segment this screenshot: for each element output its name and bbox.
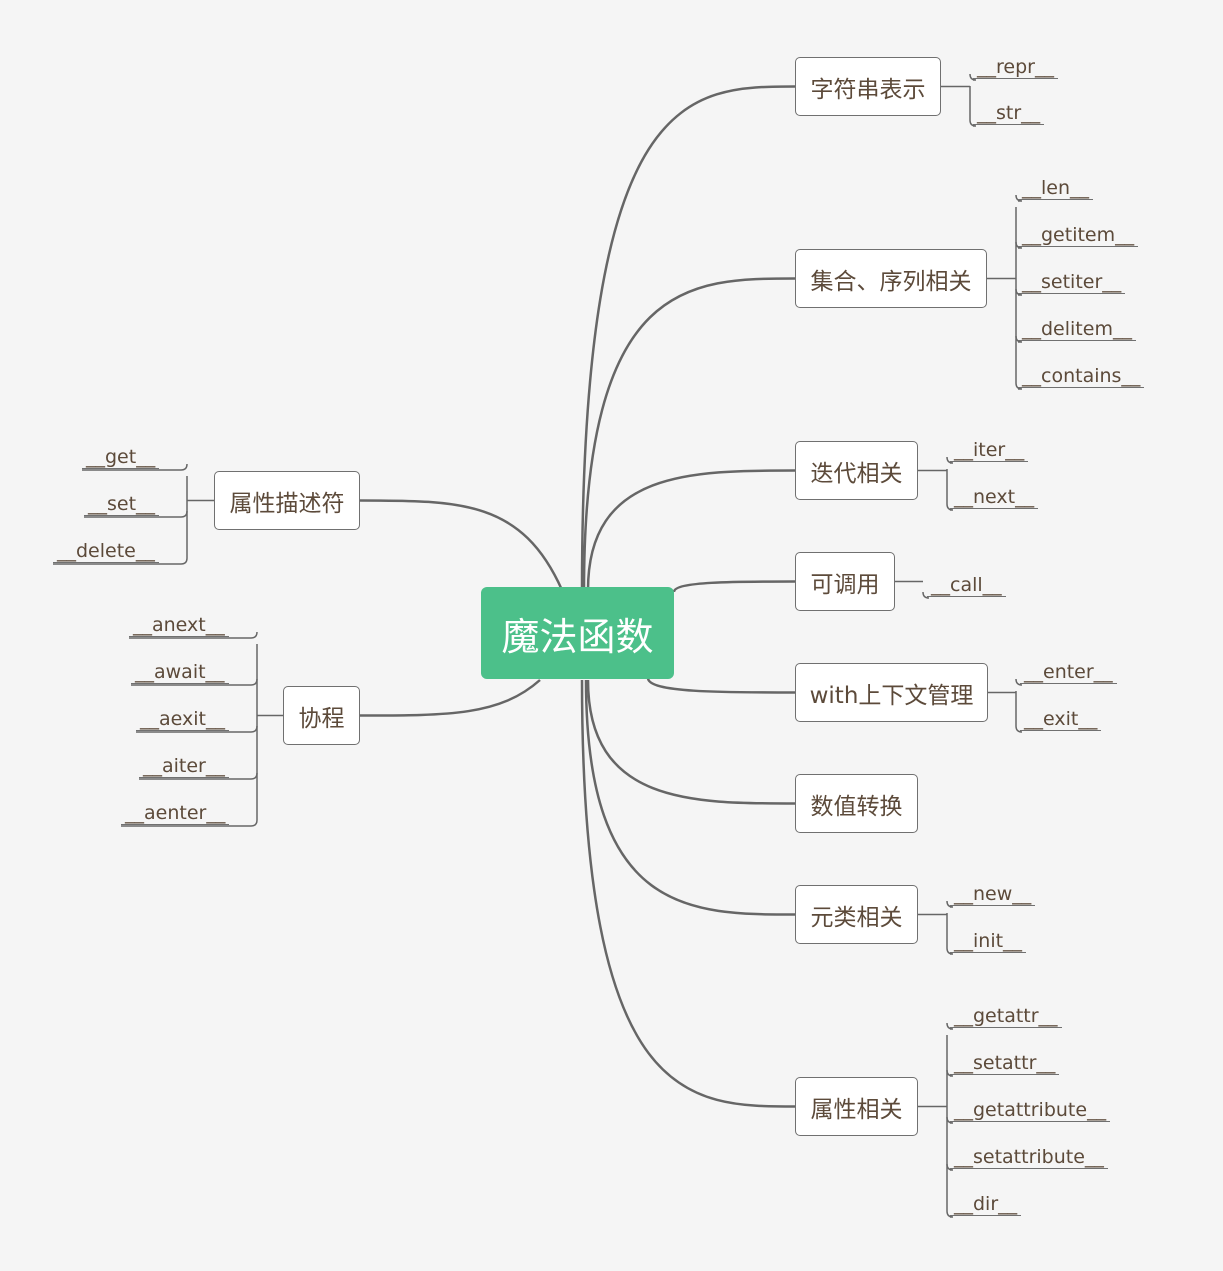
leaf-connector-delitem <box>1015 335 1023 343</box>
topic-1[interactable]: 字符串表示 <box>795 57 941 116</box>
leaf-connector-contains <box>1015 382 1023 390</box>
leaf-setiter[interactable]: __setiter__ <box>1018 271 1126 294</box>
leaf-connector-getitem <box>1015 241 1023 249</box>
leaf-new[interactable]: __new__ <box>950 883 1036 906</box>
topic-7[interactable]: 元类相关 <box>795 885 918 944</box>
leaf-connector-aiter <box>139 772 258 780</box>
leaf-enter[interactable]: __enter__ <box>1020 661 1117 684</box>
leaf-connector-call <box>922 591 930 599</box>
leaf-getattr[interactable]: __getattr__ <box>950 1005 1062 1028</box>
leaf-connector-init <box>946 947 954 955</box>
leaf-get[interactable]: __get__ <box>82 446 160 469</box>
leaf-connector-exit <box>1015 725 1023 733</box>
leaf-connector-delete <box>53 557 188 565</box>
leaf-connector-getattr <box>946 1022 954 1030</box>
leaf-delete[interactable]: __delete__ <box>53 540 159 563</box>
leaf-connector-str <box>969 119 977 127</box>
leaf-connector-setiter <box>1015 288 1023 296</box>
leaf-connector-aenter <box>121 819 258 827</box>
leaf-connector-dir <box>946 1210 954 1218</box>
leaf-connector-await <box>131 678 258 686</box>
topic-left-1[interactable]: 属性描述符 <box>214 471 360 530</box>
branch-curve-3 <box>586 469 796 591</box>
leaf-str[interactable]: __str__ <box>973 102 1045 125</box>
leaf-aexit[interactable]: __aexit__ <box>136 708 229 731</box>
branch-curve-5 <box>646 677 796 694</box>
leaf-connector-getattribute <box>946 1116 954 1124</box>
branch-curve-4 <box>672 580 796 593</box>
leaf-await[interactable]: __await__ <box>131 661 229 684</box>
leaf-aiter[interactable]: __aiter__ <box>139 755 229 778</box>
branch-curve-left-2 <box>359 679 541 717</box>
leaf-connector-setattr <box>946 1069 954 1077</box>
topic-3[interactable]: 迭代相关 <box>795 441 918 500</box>
leaf-connector-iter <box>946 456 954 464</box>
leaf-setattr[interactable]: __setattr__ <box>950 1052 1060 1075</box>
leaf-connector-get <box>82 463 188 471</box>
leaf-connector-enter <box>1015 678 1023 686</box>
leaf-setattribute[interactable]: __setattribute__ <box>950 1146 1108 1169</box>
branch-curve-6 <box>586 679 796 805</box>
topic-5[interactable]: with上下文管理 <box>795 663 988 722</box>
leaf-connector-next <box>946 503 954 511</box>
leaf-connector-new <box>946 900 954 908</box>
leaf-connector-setattribute <box>946 1163 954 1171</box>
branch-curve-left-1 <box>359 499 564 591</box>
topic-8[interactable]: 属性相关 <box>795 1077 918 1136</box>
leaf-anext[interactable]: __anext__ <box>129 614 229 637</box>
branch-curve-2 <box>582 277 796 591</box>
leaf-repr[interactable]: __repr__ <box>973 56 1058 79</box>
leaf-connector-anext <box>129 631 258 639</box>
topic-2[interactable]: 集合、序列相关 <box>795 249 987 308</box>
leaf-getattribute[interactable]: __getattribute__ <box>950 1099 1111 1122</box>
leaf-next[interactable]: __next__ <box>950 486 1039 509</box>
leaf-connector-len <box>1015 194 1023 202</box>
leaf-iter[interactable]: __iter__ <box>950 439 1029 462</box>
leaf-call[interactable]: __call__ <box>927 574 1006 597</box>
topic-6[interactable]: 数值转换 <box>795 774 918 833</box>
topic-left-2[interactable]: 协程 <box>283 686 360 745</box>
leaf-contains[interactable]: __contains__ <box>1018 365 1145 388</box>
leaf-connector-set <box>84 510 188 518</box>
leaf-dir[interactable]: __dir__ <box>950 1193 1022 1216</box>
leaf-init[interactable]: __init__ <box>950 930 1027 953</box>
topic-4[interactable]: 可调用 <box>795 552 895 611</box>
leaf-getitem[interactable]: __getitem__ <box>1018 224 1139 247</box>
leaf-aenter[interactable]: __aenter__ <box>121 802 230 825</box>
branch-curve-7 <box>584 679 796 916</box>
branch-curve-8 <box>580 679 796 1108</box>
root-node[interactable]: 魔法函数 <box>481 587 674 679</box>
leaf-connector-repr <box>969 73 977 81</box>
leaf-exit[interactable]: __exit__ <box>1020 708 1102 731</box>
leaf-set[interactable]: __set__ <box>84 493 160 516</box>
branch-curve-1 <box>580 85 796 591</box>
leaf-connector-aexit <box>136 725 258 733</box>
leaf-delitem[interactable]: __delitem__ <box>1018 318 1136 341</box>
leaf-len[interactable]: __len__ <box>1018 177 1094 200</box>
